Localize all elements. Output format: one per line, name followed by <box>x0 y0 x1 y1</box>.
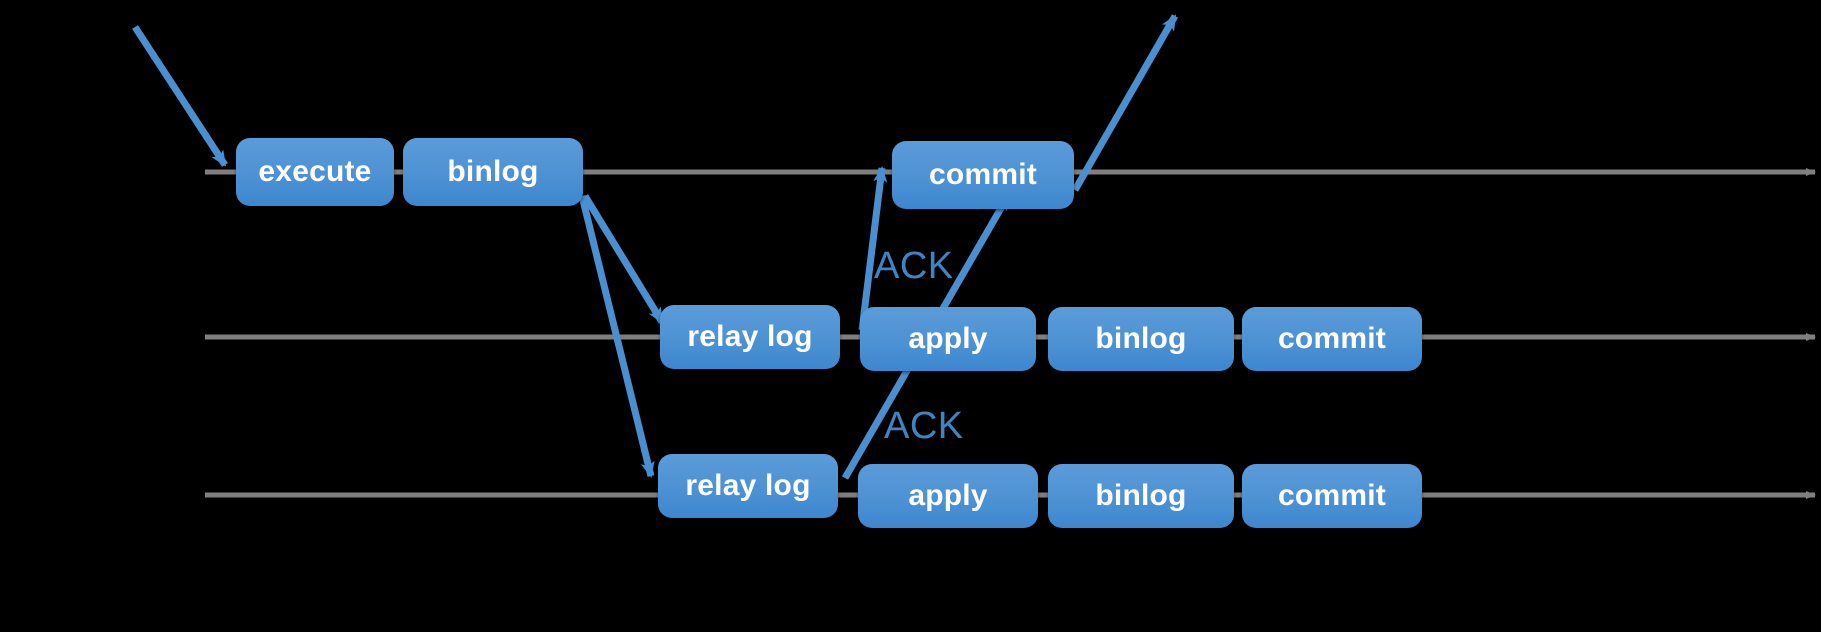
binlog-to-slave2-relay-arrow <box>578 195 655 478</box>
node-slave-2-relay-log[interactable]: relay log <box>658 454 838 518</box>
ack-label-slave-2: ACK <box>884 405 964 447</box>
node-master-commit[interactable]: commit <box>892 141 1074 209</box>
node-label: relay log <box>685 469 811 502</box>
node-master-binlog[interactable]: binlog <box>403 138 583 206</box>
binlog-to-slave1-relay-arrow <box>582 194 665 324</box>
node-label: commit <box>929 158 1037 191</box>
node-label: commit <box>1278 479 1386 512</box>
node-label: apply <box>908 322 988 355</box>
node-slave-1-commit[interactable]: commit <box>1242 307 1422 371</box>
arrows-group <box>132 14 1179 480</box>
ack-label-slave-1: ACK <box>874 245 954 287</box>
node-slave-2-binlog[interactable]: binlog <box>1048 464 1234 528</box>
node-slave-2-apply[interactable]: apply <box>858 464 1038 528</box>
incoming-request-arrow <box>132 25 228 167</box>
node-slave-1-binlog[interactable]: binlog <box>1048 307 1234 371</box>
node-label: binlog <box>1095 322 1187 355</box>
node-slave-1-relay-log[interactable]: relay log <box>660 305 840 369</box>
node-slave-1-apply[interactable]: apply <box>860 307 1036 371</box>
slave1-ack-to-master-commit-arrow <box>858 166 888 331</box>
node-label: execute <box>258 155 372 188</box>
node-label: binlog <box>447 155 539 188</box>
master-commit-response-arrow <box>1071 14 1179 192</box>
node-label: apply <box>908 479 988 512</box>
node-label: relay log <box>687 320 813 353</box>
node-slave-2-commit[interactable]: commit <box>1242 464 1422 528</box>
node-label: binlog <box>1095 479 1187 512</box>
node-label: commit <box>1278 322 1386 355</box>
node-master-execute[interactable]: execute <box>236 138 394 206</box>
